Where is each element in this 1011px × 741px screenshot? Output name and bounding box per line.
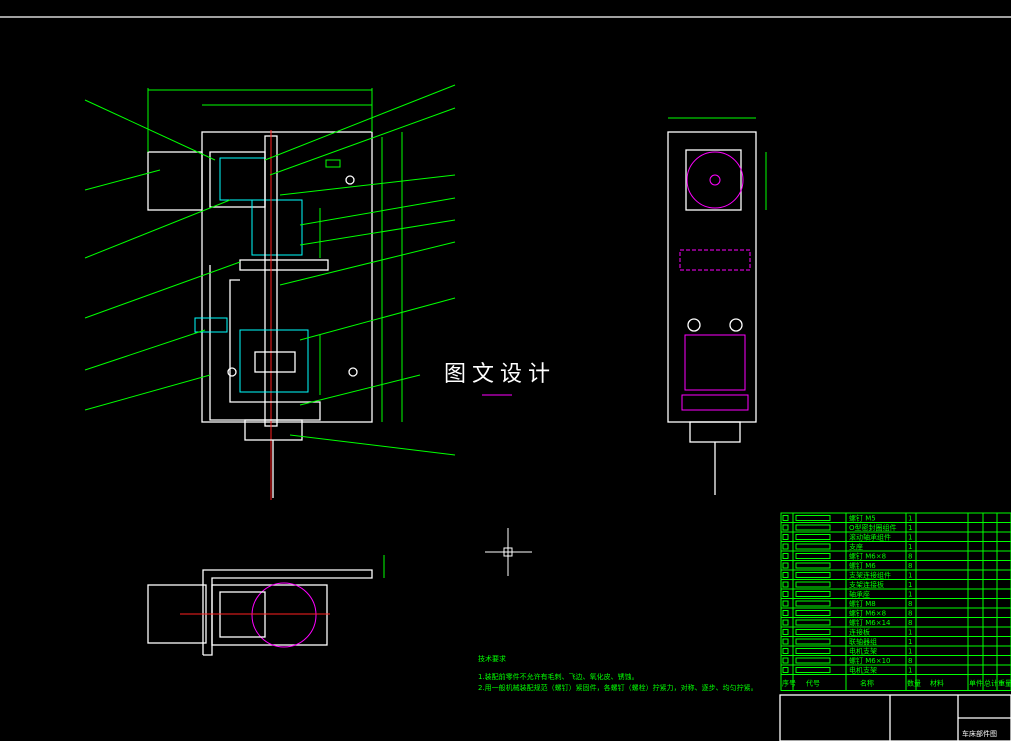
part-name: 电机支架 (849, 647, 877, 656)
part-name: 螺钉 M6×10 (849, 656, 891, 665)
item-number (782, 638, 789, 645)
part-qty: 8 (908, 657, 912, 665)
watermark-text: 图文设计 (444, 362, 556, 387)
crosshair-cursor (485, 528, 532, 576)
part-qty: 8 (908, 610, 912, 618)
item-number (782, 648, 789, 654)
title-block: 车床部件图 (779, 694, 1011, 741)
part-code (795, 629, 831, 635)
part-name: 支架连接板 (849, 580, 884, 589)
part-name: 螺钉 M8 (849, 599, 876, 608)
table-header: 代号 (806, 679, 820, 688)
part-code (795, 591, 831, 597)
part-name: 轴承座 (849, 590, 870, 599)
part-qty: 8 (908, 553, 912, 561)
item-number (782, 543, 789, 550)
parts-table-border (780, 512, 1011, 691)
part-code (795, 619, 831, 626)
tech-requirement-line: 2.用一般机械装配规范（螺钉）紧固件，各螺钉（螺栓）拧紧力，对称、逐步、均匀拧紧… (478, 683, 758, 692)
table-header: 序号 (782, 679, 796, 688)
part-qty: 1 (908, 648, 912, 656)
table-header: 单件 (969, 679, 983, 688)
part-name: 滚动轴承组件 (849, 533, 891, 542)
part-code (795, 600, 831, 607)
part-qty: 1 (908, 515, 912, 523)
part-code (795, 572, 831, 578)
part-name: 螺钉 M6×8 (849, 609, 886, 618)
item-number (782, 524, 789, 531)
part-qty: 1 (908, 581, 912, 589)
part-code (795, 657, 831, 664)
part-name: 螺钉 M5 (849, 514, 876, 523)
part-code (795, 524, 831, 531)
part-qty: 8 (908, 619, 912, 627)
front-view (84, 84, 456, 500)
table-header: 名称 (860, 679, 874, 688)
part-code (795, 667, 831, 673)
part-qty: 1 (908, 629, 912, 637)
table-header: 重量 (998, 680, 1011, 688)
part-code (795, 638, 831, 645)
item-number (782, 581, 789, 588)
part-qty: 8 (908, 562, 912, 570)
part-name: 螺钉 M6×8 (849, 552, 886, 561)
part-qty: 1 (908, 543, 912, 551)
item-number (782, 629, 789, 635)
item-number (782, 619, 789, 626)
part-name: O型密封圈组件 (849, 523, 897, 532)
table-header: 总计 (984, 679, 998, 688)
part-name: 电机支架 (849, 666, 877, 675)
item-number (782, 553, 789, 559)
part-code (795, 553, 831, 559)
part-qty: 1 (908, 524, 912, 532)
part-code (795, 534, 831, 540)
part-qty: 1 (908, 638, 912, 646)
item-number (782, 667, 789, 673)
part-code (795, 562, 831, 569)
part-qty: 1 (908, 572, 912, 580)
side-view (667, 117, 767, 495)
part-code (795, 581, 831, 588)
part-code (795, 543, 831, 550)
item-number (782, 534, 789, 540)
top-view (147, 555, 385, 656)
item-number (782, 572, 789, 578)
tech-requirement-line: 1.装配前零件不允许有毛刺、飞边、氧化皮、锈蚀。 (478, 672, 639, 681)
part-name: 支座 (849, 542, 863, 551)
table-header: 数量 (907, 679, 921, 688)
part-name: 螺钉 M6×14 (849, 618, 891, 627)
drawing-title: 车床部件图 (962, 729, 997, 738)
part-code (795, 515, 831, 521)
table-header: 材料 (930, 679, 944, 688)
part-name: 连接板 (849, 628, 870, 637)
part-code (795, 610, 831, 616)
tech-requirements-title: 技术要求 (478, 654, 506, 663)
part-qty: 8 (908, 600, 912, 608)
item-number (782, 591, 789, 597)
part-qty: 1 (908, 534, 912, 542)
item-number (782, 515, 789, 521)
part-name: 螺钉 M6 (849, 561, 876, 570)
part-code (795, 648, 831, 654)
item-number (782, 657, 789, 664)
part-name: 联轴器组 (849, 637, 877, 646)
item-number (782, 562, 789, 569)
item-number (782, 600, 789, 607)
part-name: 支架连接组件 (849, 571, 891, 580)
part-qty: 1 (908, 667, 912, 675)
part-qty: 1 (908, 591, 912, 599)
item-number (782, 610, 789, 616)
